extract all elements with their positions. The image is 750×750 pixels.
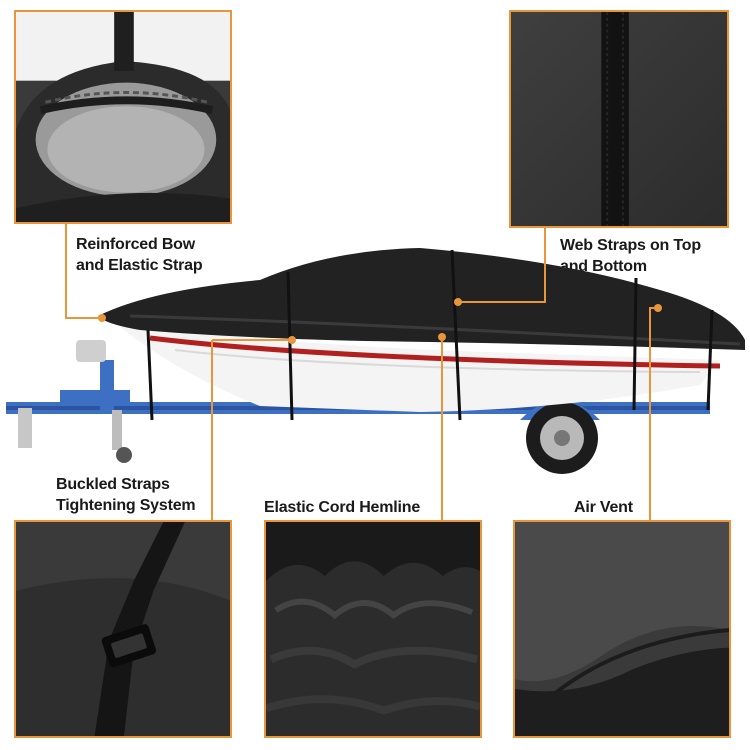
bow-label-line2: and Elastic Strap [76, 257, 203, 274]
hemline-label-line1: Elastic Cord Hemline [264, 499, 421, 516]
hemline-label: Elastic Cord Hemline [264, 497, 420, 518]
vent-label-line1: Air Vent [574, 499, 633, 516]
buckle-closeup-image [14, 520, 232, 738]
hemline-closeup-image [264, 520, 482, 738]
web-straps-closeup-image [509, 10, 729, 228]
hemline-marker [438, 333, 446, 341]
web-straps-label-line1: Web Straps on Top [560, 237, 701, 254]
vent-marker [654, 304, 662, 312]
covered-boat-on-trailer-image [0, 220, 750, 480]
web-straps-marker [454, 298, 462, 306]
vent-label: Air Vent [574, 497, 633, 518]
buckled-label: Buckled Straps Tightening System [56, 474, 196, 516]
bow-label-line1: Reinforced Bow [76, 236, 195, 253]
buckled-label-line1: Buckled Straps [56, 476, 170, 493]
buckled-label-line2: Tightening System [56, 497, 196, 514]
bow-marker [98, 314, 106, 322]
buckled-marker [288, 336, 296, 344]
bow-label: Reinforced Bow and Elastic Strap [76, 234, 203, 276]
air-vent-closeup-image [513, 520, 731, 738]
bow-closeup-image [14, 10, 232, 224]
